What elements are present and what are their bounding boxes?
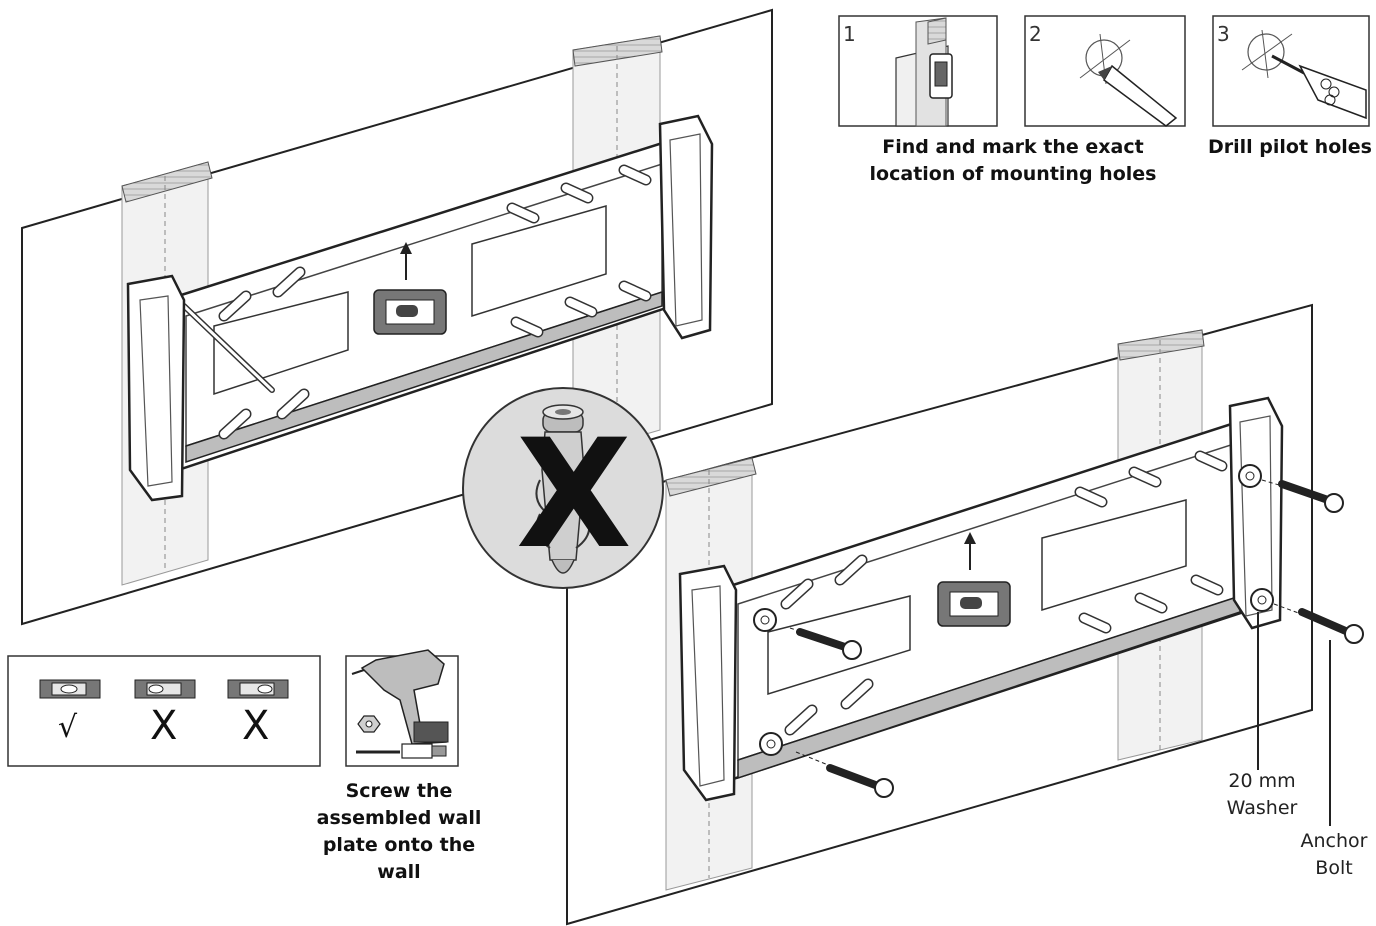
drill-bit-icon [1271,54,1367,120]
plastic-anchor-icon [535,404,591,574]
washer-label: 20 mm Washer [1206,768,1318,822]
stud-finder-icon [929,53,953,99]
level-check-box [7,655,321,767]
washer-label-line-1: 20 mm [1228,770,1296,792]
washer-label-line-2: Washer [1226,797,1298,819]
left-wall-plate [126,114,714,502]
level-correct-mark: √ [58,710,78,745]
prohibited-x-mark: X [516,408,632,582]
bolt-label-line-1: Anchor [1300,830,1368,852]
step-number-2: 2 [1029,22,1042,46]
nut-icon [357,715,381,733]
step-number-3: 3 [1217,22,1230,46]
step-1-panel [838,15,998,127]
bubble-level-right [937,532,1011,627]
level-wrong-mark-2: X [242,703,270,749]
power-drill-icon [351,649,449,745]
prohibited-anchor-circle [462,387,664,589]
level-wrong-2-icon [227,679,289,699]
find-mark-caption-line-2: location of mounting holes [869,163,1157,185]
screw-caption: Screw the assembled wall plate onto the … [306,778,492,886]
screw-caption-line-2: assembled wall [316,807,482,829]
find-mark-caption: Find and mark the exact location of moun… [858,134,1168,188]
step-number-1: 1 [843,22,856,46]
screw-caption-line-1: Screw the [345,780,453,802]
anchor-bolt-icon [789,479,1364,798]
screw-caption-line-4: wall [377,861,421,883]
screwdriver-bit-icon [356,743,447,759]
level-correct-icon [39,679,101,699]
bolt-label-line-2: Bolt [1315,857,1353,879]
drill-box [345,649,459,767]
level-wrong-mark-1: X [150,703,178,749]
bubble-level-left [373,242,447,335]
washer-icon [753,464,1274,756]
screw-caption-line-3: plate onto the [322,834,476,856]
drill-caption: Drill pilot holes [1208,136,1372,158]
level-wrong-1-icon [134,679,196,699]
find-mark-caption-line-1: Find and mark the exact [882,136,1144,158]
bolt-label: Anchor Bolt [1286,828,1376,882]
step-3-panel [1212,15,1370,127]
step-2-panel [1024,15,1186,127]
right-wall-plate [678,396,1364,826]
pencil-icon [1098,64,1178,127]
